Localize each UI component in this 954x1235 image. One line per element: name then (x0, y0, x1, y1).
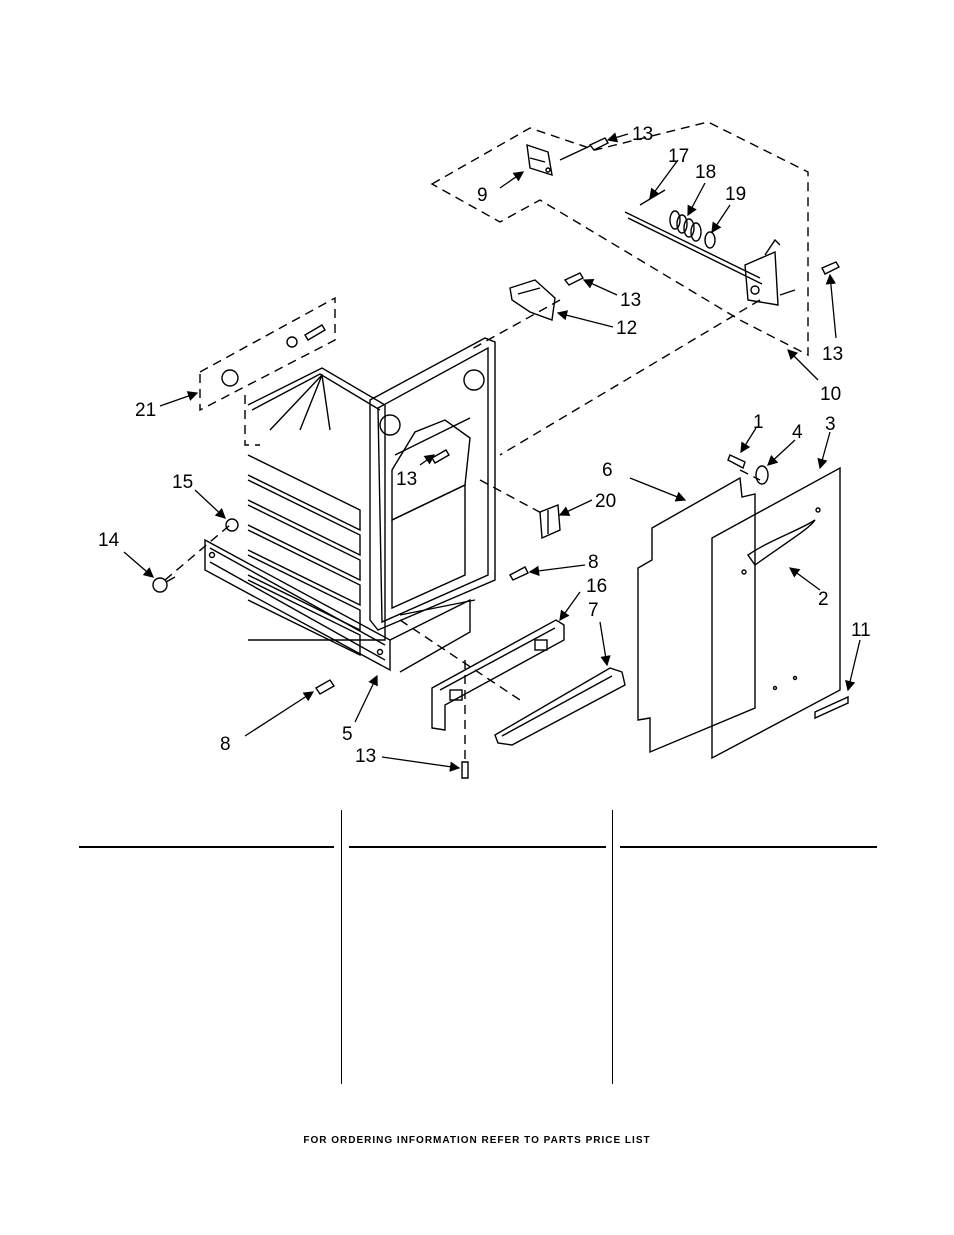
leader-1 (740, 427, 757, 454)
callout-13-right: 13 (822, 344, 843, 365)
leader-14 (123, 551, 154, 578)
callout-10: 10 (820, 384, 841, 405)
leader-11 (845, 639, 861, 692)
leader-2 (788, 567, 821, 591)
leader-17 (649, 159, 679, 200)
callout-2: 2 (818, 589, 829, 610)
callout-14: 14 (98, 530, 120, 551)
callout-8-left: 8 (220, 734, 231, 755)
leader-5 (354, 674, 378, 723)
part-13-screw-right (821, 261, 840, 275)
part-2-door-handle (747, 519, 816, 566)
leader-20 (558, 499, 593, 516)
leader-13-right (825, 273, 837, 339)
part-11-nameplate (814, 695, 849, 720)
part-12-bracket (509, 279, 556, 321)
exploded-parts-diagram: 13 9 17 18 19 13 13 12 21 13 15 14 20 8 … (98, 121, 871, 779)
callout-8-right: 8 (588, 552, 599, 573)
callout-15: 15 (172, 472, 193, 493)
part-13-screw-mid (563, 272, 584, 286)
parts-list-column-1-rule (79, 846, 334, 848)
part-7-lower-handle (494, 667, 626, 746)
callout-21: 21 (135, 400, 156, 421)
callout-5: 5 (342, 724, 353, 745)
part-16-kickplate (431, 619, 565, 731)
callout-6: 6 (602, 460, 613, 481)
leader-19 (711, 204, 731, 234)
part-20-latch (539, 504, 561, 540)
parts-list-column-3-rule (620, 846, 877, 848)
callout-13-cabinet: 13 (396, 469, 417, 490)
callout-3: 3 (825, 414, 836, 435)
part-13-screw-cabinet (431, 449, 450, 464)
part-13-screw-bottom (461, 761, 469, 779)
part-3-door-panel (711, 466, 841, 760)
leader-4 (767, 439, 796, 466)
parts-list-column-2-rule (349, 846, 606, 848)
part-1-screw (727, 454, 746, 470)
parts-list-divider-2 (612, 810, 613, 1084)
leader-18 (687, 182, 706, 217)
callout-19: 19 (725, 184, 746, 205)
callout-18: 18 (695, 162, 716, 183)
leader-16 (559, 591, 581, 622)
callout-11: 11 (851, 620, 871, 641)
part-21-dashed-outline (199, 296, 336, 412)
part-15-nut (225, 518, 239, 532)
part-13-screw-top (559, 137, 609, 161)
leader-12 (556, 310, 614, 328)
top-assembly-dashed-outline (430, 121, 809, 357)
leader-9 (499, 171, 525, 189)
callout-7: 7 (588, 600, 599, 621)
callout-13-bottom: 13 (355, 746, 376, 767)
part-18-spring (669, 210, 702, 242)
callout-13-top: 13 (632, 124, 653, 145)
cabinet-frame (247, 337, 496, 657)
leader-21 (159, 391, 199, 407)
footer-ordering-note: FOR ORDERING INFORMATION REFER TO PARTS … (303, 1135, 651, 1146)
leader-13-cabinet (419, 454, 436, 466)
leader-3 (817, 431, 831, 470)
part-5-base-rail (204, 538, 476, 673)
callout-1: 1 (753, 412, 764, 433)
leader-15 (194, 489, 226, 519)
leader-13-mid (582, 279, 618, 296)
part-8-screw-right (509, 566, 529, 581)
part-9-hinge-bracket (526, 143, 553, 177)
part-21-fastener (221, 324, 326, 387)
leader-7 (599, 621, 611, 667)
parts-list-divider-1 (341, 810, 342, 1084)
callout-17: 17 (668, 146, 689, 167)
part-8-screw-left (315, 679, 335, 695)
leader-10 (787, 349, 819, 381)
leader-13-top (606, 132, 629, 143)
part-14-knob (152, 576, 176, 593)
part-6-door-liner (637, 476, 756, 754)
callout-13-mid: 13 (620, 290, 641, 311)
leader-8-right (528, 564, 586, 577)
leader-13-bottom (381, 756, 461, 772)
callout-9: 9 (477, 185, 488, 206)
callout-4: 4 (792, 422, 803, 443)
callout-20: 20 (595, 491, 616, 512)
callout-12: 12 (616, 318, 637, 339)
part-10-hinge-plate (744, 238, 796, 306)
part-19-washer (704, 231, 716, 249)
callout-16: 16 (586, 576, 607, 597)
part-4-spacer (755, 465, 769, 485)
leader-8-left (244, 691, 315, 737)
leader-6 (629, 477, 687, 502)
